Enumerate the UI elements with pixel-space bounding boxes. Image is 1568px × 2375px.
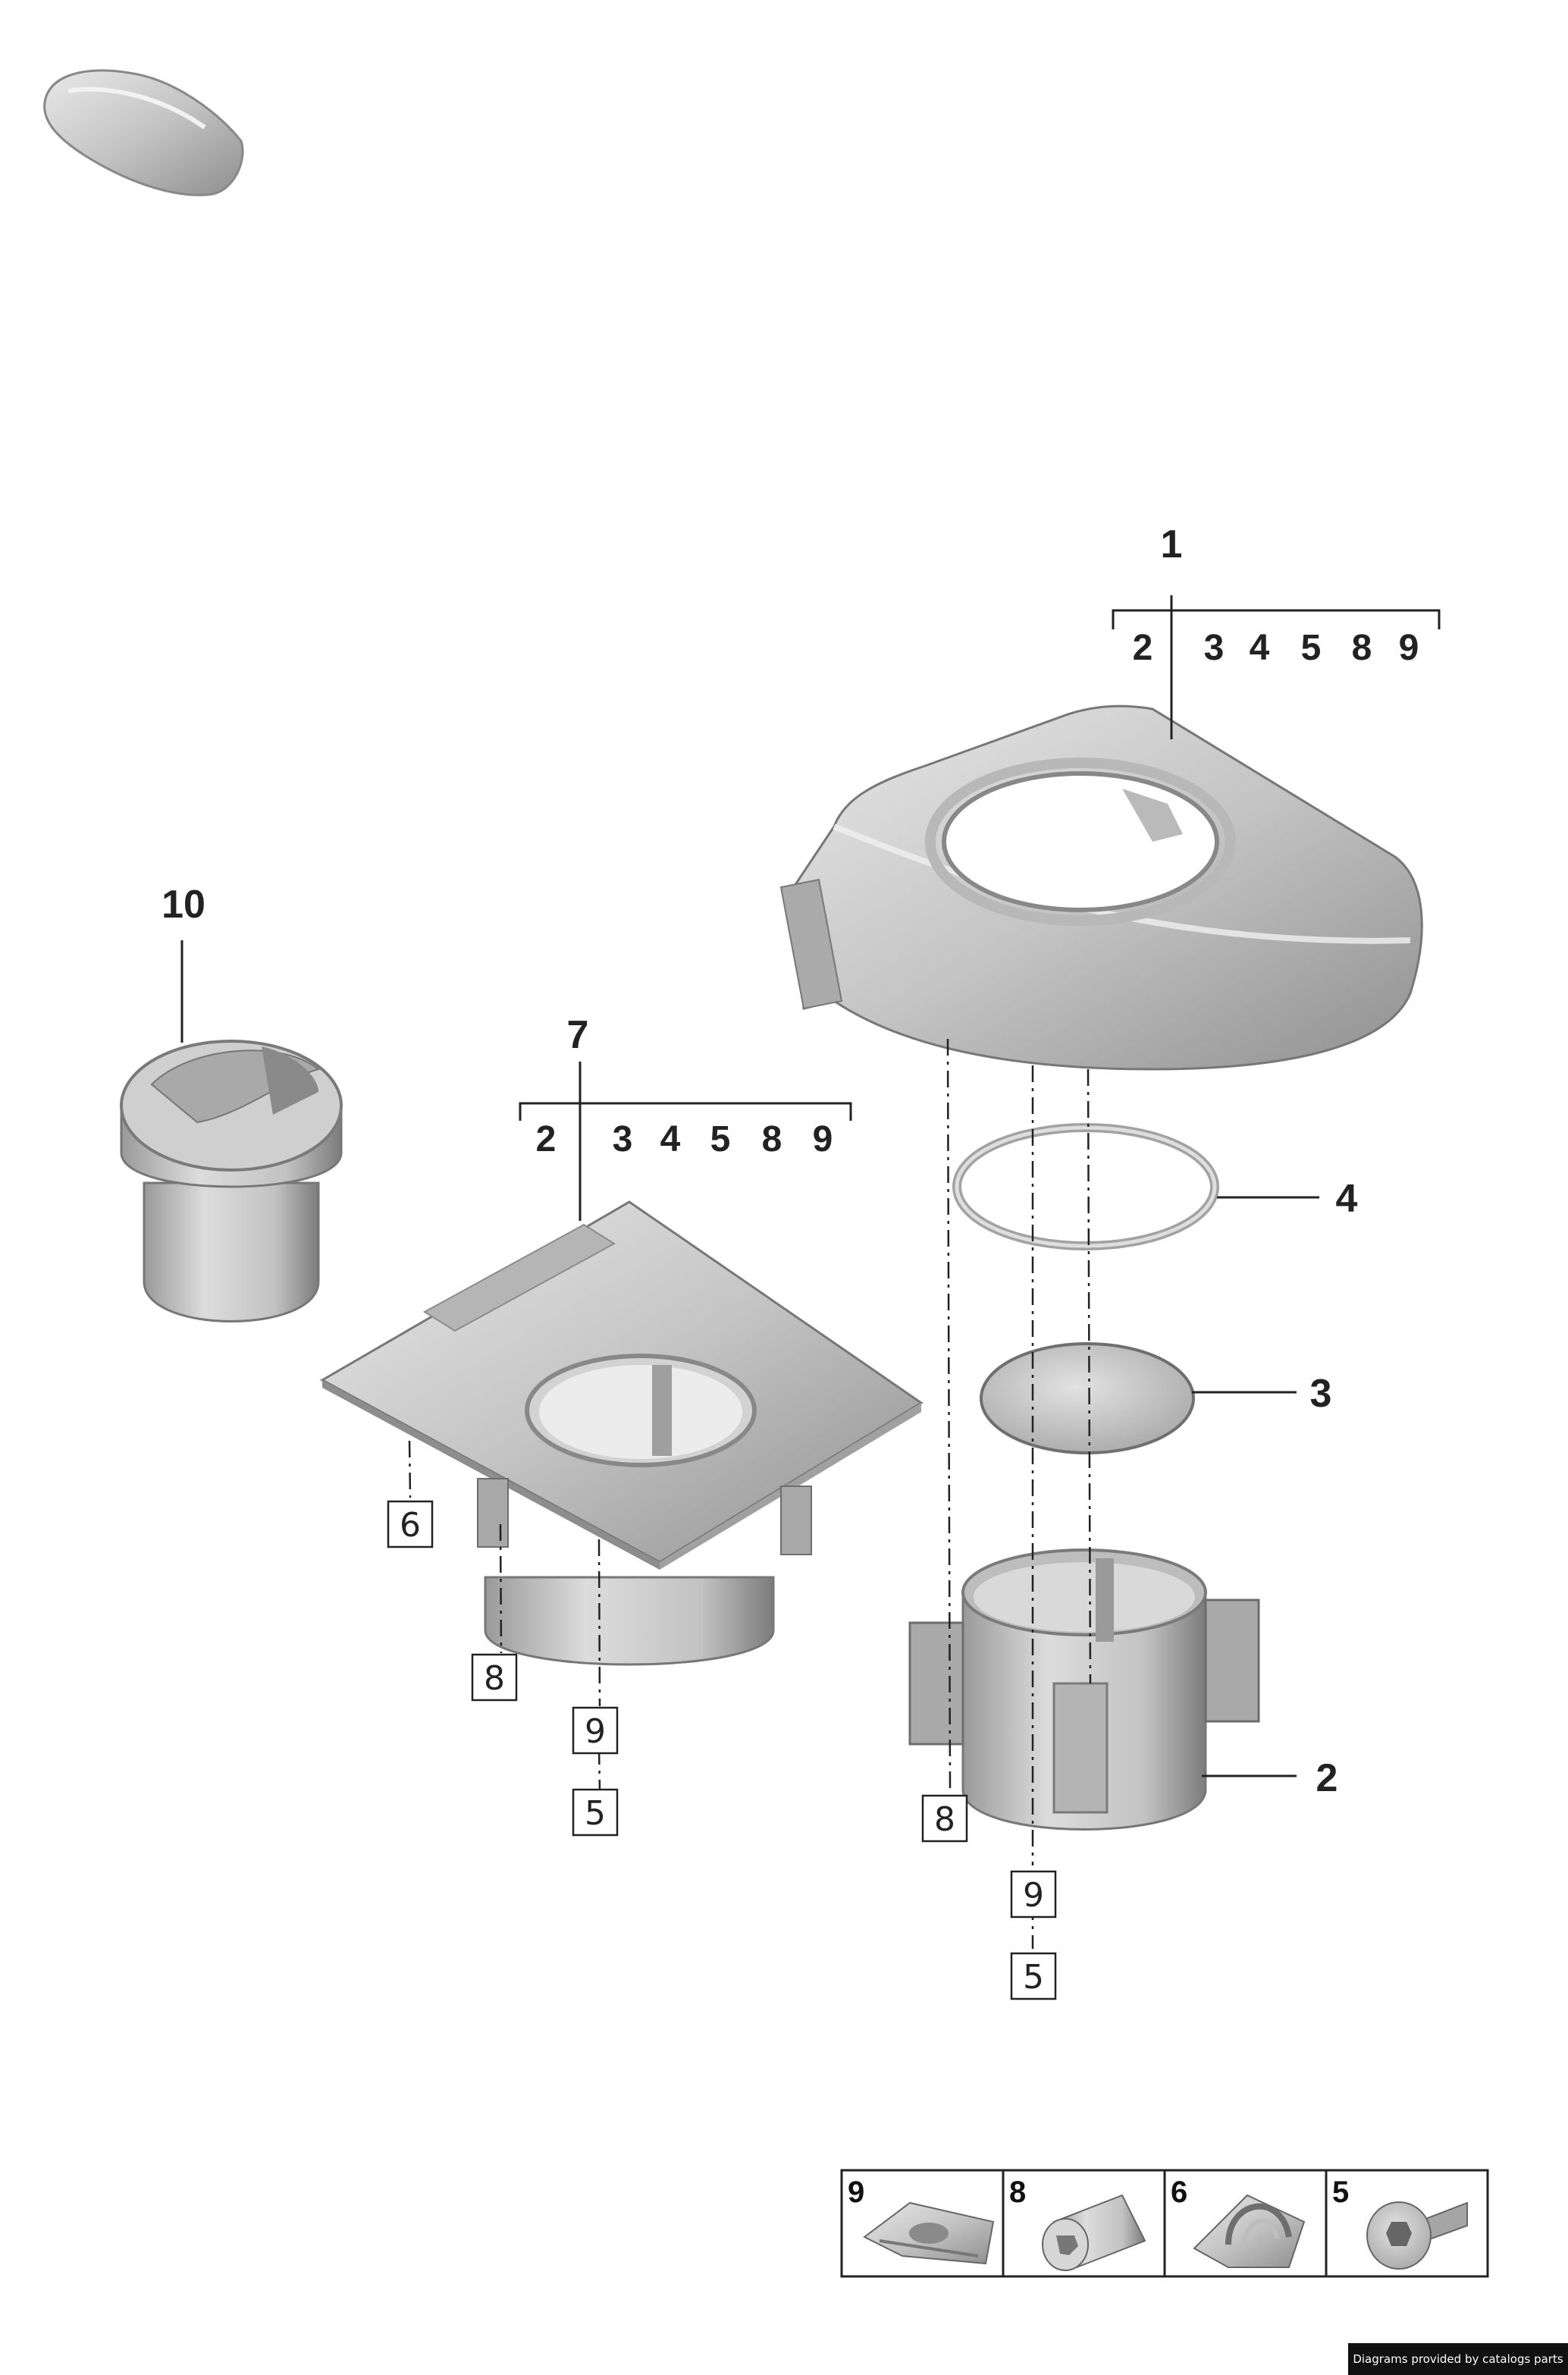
legend-label: 8 — [1009, 2176, 1026, 2209]
bracket-1-num: 5 — [1301, 628, 1322, 668]
spring-clip-icon — [1193, 2194, 1306, 2268]
box-label-8: 8 — [484, 1659, 505, 1698]
bracket-1-num: 9 — [1399, 628, 1419, 668]
bracket-7-numbers: 2 3 4 5 8 9 — [536, 1119, 833, 1159]
callout-2: 2 — [1316, 1756, 1338, 1800]
bracket-7-num: 9 — [813, 1119, 833, 1159]
bracket-7-num: 5 — [710, 1119, 731, 1159]
box-9-left — [572, 1706, 619, 1755]
box-6-left — [387, 1500, 434, 1548]
box-label-6: 6 — [400, 1506, 421, 1545]
legend-label: 5 — [1332, 2176, 1349, 2209]
callout-1: 1 — [1161, 522, 1183, 566]
box-5-right — [1010, 1952, 1057, 2000]
bracket-7-num: 8 — [762, 1119, 782, 1159]
bracket-1-num: 8 — [1352, 628, 1372, 668]
assembly-line-5-left — [597, 1747, 601, 1790]
expansion-rivet-icon — [1042, 2194, 1146, 2271]
part-10-insert — [120, 1040, 343, 1322]
attribution-footer: Diagrams provided by catalogs parts — [1348, 2343, 1568, 2375]
callout-3: 3 — [1310, 1372, 1332, 1416]
assembly-line-6 — [408, 1440, 412, 1498]
callout-4: 4 — [1336, 1177, 1358, 1221]
part-2-cupholder-insert — [908, 1548, 1260, 1831]
torx-screw-icon — [1366, 2201, 1468, 2270]
legend-label: 6 — [1171, 2176, 1187, 2209]
assembly-line-8-left — [499, 1523, 503, 1654]
speed-nut-clip-icon — [863, 2201, 995, 2265]
box-8-left — [471, 1653, 518, 1702]
bracket-1-numbers: 2 3 4 5 8 9 — [1133, 628, 1419, 668]
box-label-9: 9 — [585, 1712, 606, 1751]
callout-7: 7 — [567, 1013, 589, 1057]
box-5-left — [572, 1788, 619, 1837]
assembly-line-center — [1087, 1068, 1092, 1684]
box-label-9: 9 — [1023, 1876, 1044, 1915]
vehicle-thumbnail-icon — [43, 69, 244, 196]
assembly-line-9-left — [597, 1539, 601, 1707]
box-9-right — [1010, 1870, 1057, 1919]
boxed-labels — [387, 1500, 1057, 2000]
part-1-console-trim — [779, 704, 1423, 1071]
bracket-1-num: 2 — [1133, 628, 1153, 668]
bracket-1-num: 4 — [1250, 628, 1270, 668]
box-label-5: 5 — [1023, 1958, 1044, 1997]
legend-label: 9 — [848, 2176, 864, 2209]
assembly-lines — [408, 1038, 1092, 1949]
fastener-legend: 9 8 6 5 — [840, 2169, 1489, 2278]
box-label-5: 5 — [585, 1794, 606, 1833]
part-4-ring — [952, 1123, 1219, 1250]
assembly-line-8 — [946, 1038, 952, 1790]
callout-10: 10 — [162, 883, 205, 927]
bracket-1 — [1112, 609, 1441, 629]
bracket-1-num: 3 — [1204, 628, 1225, 668]
bracket-7-num: 3 — [613, 1119, 633, 1159]
bracket-7-num: 4 — [660, 1119, 681, 1159]
box-8-right — [921, 1794, 968, 1843]
part-7-cupholder-panel — [319, 1200, 924, 1666]
bracket-7-num: 2 — [536, 1119, 557, 1159]
box-label-8: 8 — [934, 1800, 955, 1839]
leader-lines — [180, 595, 1441, 1777]
part-3-disc — [980, 1342, 1195, 1454]
bracket-7 — [519, 1102, 852, 1121]
